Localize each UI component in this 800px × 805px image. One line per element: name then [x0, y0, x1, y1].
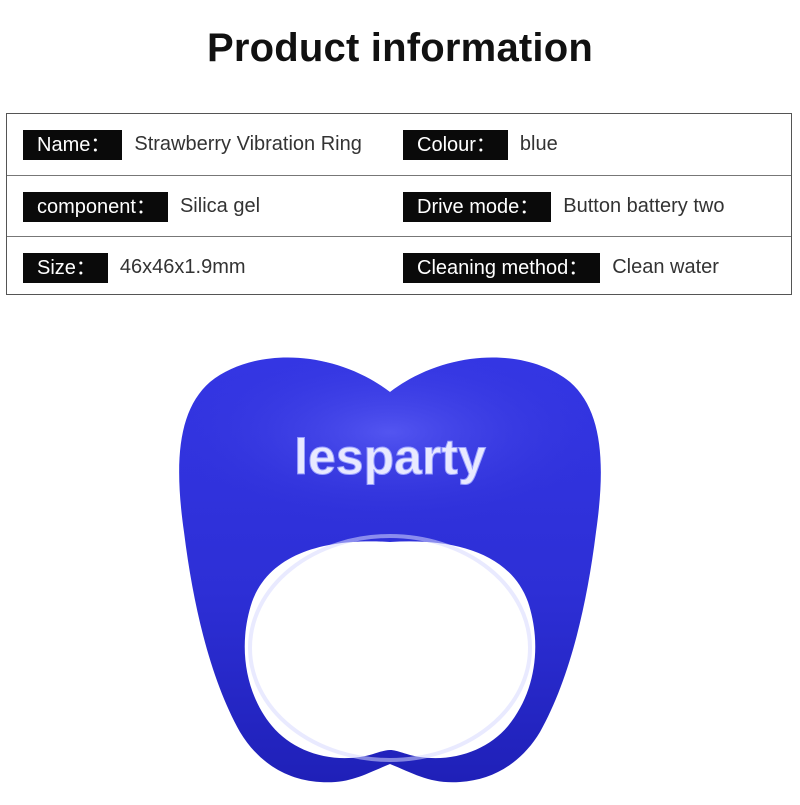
spec-row: Name： Strawberry Vibration Ring Colour： …	[7, 114, 791, 175]
brand-logo-text: lesparty	[294, 429, 486, 485]
spec-value: 46x46x1.9mm	[119, 256, 246, 278]
spec-cell-colour: Colour： blue	[403, 114, 558, 175]
spec-value: blue	[519, 133, 558, 155]
spec-label: Cleaning method：	[403, 252, 601, 283]
heart-shaped-ring-icon: lesparty	[179, 357, 601, 783]
spec-table: Name： Strawberry Vibration Ring Colour： …	[6, 113, 792, 295]
ring-inner-edge	[248, 534, 532, 762]
spec-row: Size： 46x46x1.9mm Cleaning method： Clean…	[7, 236, 791, 298]
spec-cell-component: component： Silica gel	[23, 176, 260, 237]
ring-shine	[179, 357, 601, 536]
spec-row: component： Silica gel Drive mode： Button…	[7, 175, 791, 237]
page-title: Product information	[206, 26, 593, 70]
product-image: lesparty	[160, 352, 620, 800]
spec-value: Button battery two	[563, 195, 725, 217]
spec-value: Strawberry Vibration Ring	[134, 133, 362, 155]
spec-label: Name：	[23, 129, 123, 160]
spec-value: Silica gel	[179, 195, 261, 217]
spec-cell-drive-mode: Drive mode： Button battery two	[403, 176, 724, 237]
spec-cell-cleaning-method: Cleaning method： Clean water	[403, 237, 719, 298]
spec-label: Drive mode：	[403, 191, 552, 222]
spec-cell-name: Name： Strawberry Vibration Ring	[23, 114, 362, 175]
spec-cell-size: Size： 46x46x1.9mm	[23, 237, 246, 298]
spec-label: Colour：	[403, 129, 508, 160]
spec-value: Clean water	[612, 256, 719, 278]
spec-label: Size：	[23, 252, 108, 283]
spec-label: component：	[23, 191, 168, 222]
